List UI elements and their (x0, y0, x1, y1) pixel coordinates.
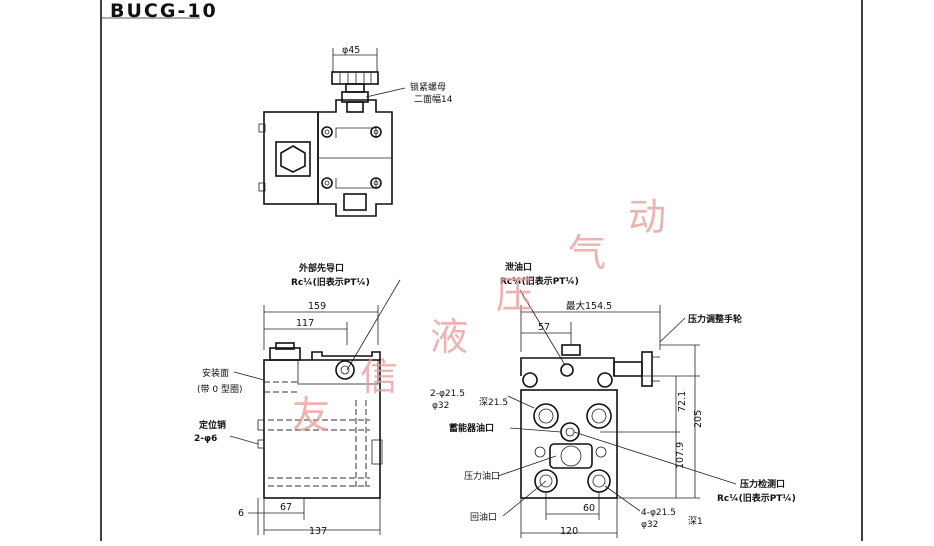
dim-159: 159 (308, 301, 326, 312)
watermark-char-6: 动 (628, 195, 666, 239)
watermark: 友 信 液 压 气 动 (292, 195, 666, 437)
dim-6: 6 (238, 508, 244, 519)
watermark-char-2: 信 (360, 355, 398, 399)
label-locknut-2: 二面幅14 (414, 93, 453, 105)
dim-72-1: 72.1 (677, 391, 688, 412)
top-view: φ45 锁紧螺母 二面幅14 (258, 45, 453, 217)
drain-port (560, 363, 574, 377)
label-handwheel: 压力调整手轮 (688, 313, 742, 325)
hex-plug (280, 145, 306, 173)
label-drain-2: Rc¼(旧表示PT¼) (500, 275, 579, 287)
locating-pin (257, 439, 265, 449)
label-cbore-2: φ32 (432, 401, 449, 411)
label-mount-1: 安装面 (202, 367, 229, 379)
label-locknut-1: 锁紧螺母 (410, 81, 446, 93)
label-cbore-1: 2-φ21.5 (430, 389, 465, 399)
front-view: 泄油口 Rc¼(旧表示PT¼) 最大154.5 57 压力调整手轮 (430, 261, 796, 538)
drawing-title: BUCG-10 (110, 0, 218, 22)
label-gauge-2: Rc¼(旧表示PT¼) (717, 492, 796, 504)
pilot-port (335, 360, 355, 380)
dim-107-9: 107.9 (675, 442, 686, 469)
bolt-tl (321, 126, 333, 138)
watermark-char-5: 气 (568, 231, 606, 275)
handwheel (641, 351, 653, 387)
top-cross-body (317, 99, 393, 217)
label-pin-2: 2-φ6 (194, 434, 217, 444)
side-view: 外部先导口 Rc¼(旧表示PT¼) 159 117 (194, 262, 401, 537)
dim-67: 67 (280, 502, 292, 513)
dim-57: 57 (538, 322, 550, 333)
label-pilot-1: 外部先导口 (298, 262, 344, 274)
label-pressure-port: 压力油口 (464, 470, 500, 482)
watermark-char-3: 液 (430, 315, 468, 359)
cbore-right (586, 403, 612, 429)
bolt-bl (321, 177, 333, 189)
watermark-char-1: 友 (292, 393, 330, 437)
label-pilot-2: Rc¼(旧表示PT¼) (291, 276, 370, 288)
bolt-tr (370, 126, 382, 138)
label-mount-2: (带 0 型圈) (197, 384, 242, 395)
dim-120: 120 (560, 526, 578, 537)
accumulator-port (560, 422, 580, 442)
dim-60: 60 (583, 503, 595, 514)
label-depth: 深1 (688, 516, 703, 527)
dim-205: 205 (693, 410, 704, 428)
label-holes-2: φ32 (641, 520, 658, 530)
label-pin-1: 定位销 (198, 419, 226, 431)
dim-handle-dia: φ45 (342, 45, 360, 56)
label-cbore-3: 深21.5 (479, 397, 508, 408)
dim-137: 137 (309, 526, 327, 537)
watermark-char-4: 压 (496, 273, 534, 317)
label-return-port: 回油口 (470, 511, 497, 523)
label-holes-1: 4-φ21.5 (641, 508, 676, 518)
front-main-body (520, 389, 618, 499)
hole-br (587, 469, 611, 493)
dim-max: 最大154.5 (566, 300, 612, 312)
bolt-br (370, 177, 382, 189)
label-drain-1: 泄油口 (505, 261, 532, 273)
cbore-left (533, 403, 559, 429)
label-gauge-1: 压力检测口 (740, 478, 785, 490)
dim-117: 117 (296, 318, 314, 329)
label-accum: 蓄能器油口 (449, 422, 494, 434)
